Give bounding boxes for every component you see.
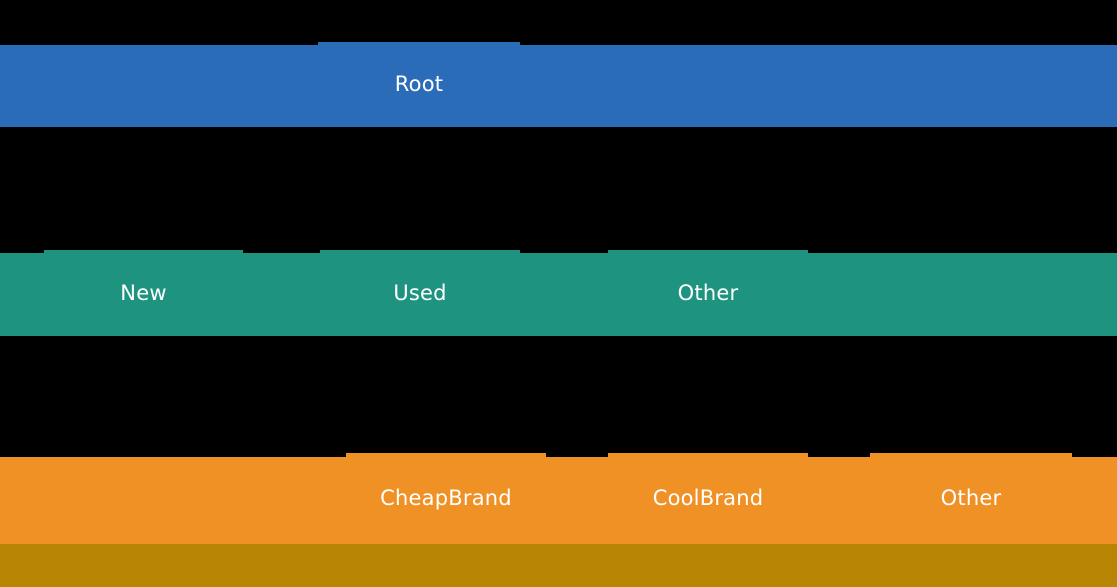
icicle-node-other-d1-5[interactable]: Other bbox=[608, 250, 808, 336]
icicle-node-unlabeled-d2-2[interactable] bbox=[546, 457, 608, 544]
icicle-node-coolbrand-d2-3[interactable]: CoolBrand bbox=[608, 453, 808, 544]
icicle-node-label: Used bbox=[393, 280, 447, 305]
icicle-node-used-d1-3[interactable]: Used bbox=[320, 250, 520, 336]
icicle-node-unlabeled-d3-0[interactable] bbox=[0, 544, 1117, 587]
icicle-node-label: Other bbox=[940, 486, 1002, 510]
icicle-node-unlabeled-d2-4[interactable] bbox=[808, 457, 870, 544]
icicle-node-unlabeled-d0-0[interactable] bbox=[0, 45, 318, 127]
icicle-node-label: Other bbox=[677, 280, 739, 305]
icicle-node-other-d2-5[interactable]: Other bbox=[870, 453, 1072, 544]
icicle-node-unlabeled-d1-0[interactable] bbox=[0, 253, 44, 336]
icicle-node-label: New bbox=[120, 280, 167, 305]
icicle-node-unlabeled-d1-2[interactable] bbox=[243, 253, 320, 336]
icicle-node-label: CoolBrand bbox=[652, 486, 764, 510]
icicle-node-unlabeled-d0-2[interactable] bbox=[520, 45, 1117, 127]
icicle-node-cheapbrand-d2-1[interactable]: CheapBrand bbox=[346, 453, 546, 544]
icicle-node-label: CheapBrand bbox=[380, 486, 512, 510]
icicle-node-root-d0-1[interactable]: Root bbox=[318, 42, 520, 127]
icicle-node-unlabeled-d1-4[interactable] bbox=[520, 253, 608, 336]
icicle-node-new-d1-1[interactable]: New bbox=[44, 250, 243, 336]
icicle-node-unlabeled-d2-0[interactable] bbox=[0, 457, 346, 544]
icicle-node-label: Root bbox=[394, 72, 444, 96]
icicle-node-unlabeled-d1-6[interactable] bbox=[808, 253, 1117, 336]
icicle-node-unlabeled-d2-6[interactable] bbox=[1072, 457, 1117, 544]
